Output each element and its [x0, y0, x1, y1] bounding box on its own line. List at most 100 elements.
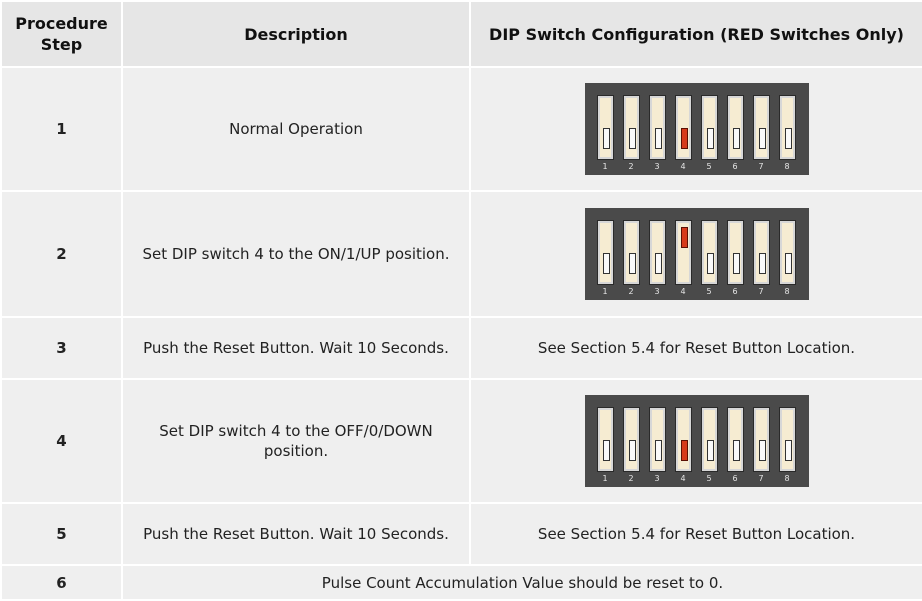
switch-knob: [784, 253, 792, 274]
switch-number-label: 2: [628, 287, 634, 296]
switch-knob: [628, 253, 636, 274]
table-row: 6 Pulse Count Accumulation Value should …: [0, 564, 922, 601]
switch-number-label: 5: [706, 287, 712, 296]
step-description: Normal Operation: [121, 66, 471, 192]
switch-number-label: 7: [758, 474, 764, 483]
dip-switch-3: [648, 407, 666, 472]
switch-slot: [755, 98, 767, 157]
switch-number-label: 1: [602, 474, 608, 483]
switch-knob: [758, 440, 766, 461]
dip-switch-8: [778, 95, 796, 160]
step-description: Push the Reset Button. Wait 10 Seconds.: [121, 316, 471, 380]
table-row: 2 Set DIP switch 4 to the ON/1/UP positi…: [0, 190, 922, 318]
table-row: 3 Push the Reset Button. Wait 10 Seconds…: [0, 316, 922, 380]
switch-slot: [729, 223, 741, 282]
switch-slot: [781, 410, 793, 469]
switch-slot: [651, 98, 663, 157]
switch-knob: [784, 128, 792, 149]
dip-switch-1: [596, 95, 614, 160]
switch-number-label: 7: [758, 162, 764, 171]
switch-slot: [677, 98, 689, 157]
switch-knob: [602, 253, 610, 274]
switch-slot: [625, 98, 637, 157]
dip-switch-2: [622, 95, 640, 160]
switch-number-label: 8: [784, 474, 790, 483]
dip-switch-5: [700, 220, 718, 285]
header-row: Procedure Step Description DIP Switch Co…: [0, 0, 922, 68]
switch-slot: [703, 223, 715, 282]
switch-number-label: 2: [628, 474, 634, 483]
switch-knob: [732, 253, 740, 274]
switch-knob: [602, 440, 610, 461]
switch-number-label: 4: [680, 162, 686, 171]
reset-note: See Section 5.4 for Reset Button Locatio…: [469, 502, 922, 566]
switch-number-label: 5: [706, 474, 712, 483]
switch-knob: [758, 253, 766, 274]
switch-knob: [706, 440, 714, 461]
switch-number-label: 1: [602, 287, 608, 296]
dip-switch-1: [596, 220, 614, 285]
switch-number-label: 4: [680, 287, 686, 296]
step-number: 2: [0, 190, 123, 318]
switch-slot: [729, 410, 741, 469]
switch-number-label: 8: [784, 162, 790, 171]
step-number: 5: [0, 502, 123, 566]
switch-slot: [781, 98, 793, 157]
step-number: 4: [0, 378, 123, 504]
step-description: Push the Reset Button. Wait 10 Seconds.: [121, 502, 471, 566]
switch-number-label: 6: [732, 162, 738, 171]
dip-switch-7: [752, 407, 770, 472]
switch-knob: [784, 440, 792, 461]
dip-switch-8: [778, 407, 796, 472]
dip-switch-2: [622, 407, 640, 472]
dip-switch-4: [674, 407, 692, 472]
reset-note: See Section 5.4 for Reset Button Locatio…: [469, 316, 922, 380]
switch-knob: [654, 253, 662, 274]
switch-knob: [706, 253, 714, 274]
switch-slot: [755, 223, 767, 282]
switch-number-label: 5: [706, 162, 712, 171]
red-switch-knob: [680, 227, 688, 248]
step-number: 3: [0, 316, 123, 380]
switch-slot: [625, 410, 637, 469]
switch-knob: [628, 440, 636, 461]
dip-switch-4: [674, 95, 692, 160]
switch-number-label: 2: [628, 162, 634, 171]
dip-switch-3: [648, 220, 666, 285]
switch-number-label: 4: [680, 474, 686, 483]
header-procedure-step: Procedure Step: [0, 0, 123, 68]
dip-switch-7: [752, 95, 770, 160]
dip-switch-3: [648, 95, 666, 160]
switch-knob: [706, 128, 714, 149]
dip-switch-7: [752, 220, 770, 285]
step-description: Set DIP switch 4 to the OFF/0/DOWN posit…: [121, 378, 471, 504]
switch-slot: [651, 410, 663, 469]
switch-slot: [703, 410, 715, 469]
step-description: Set DIP switch 4 to the ON/1/UP position…: [121, 190, 471, 318]
step-number: 1: [0, 66, 123, 192]
dip-switch-2: [622, 220, 640, 285]
switch-slot: [729, 98, 741, 157]
switch-number-label: 6: [732, 287, 738, 296]
switch-number-label: 6: [732, 474, 738, 483]
dip-switch-5: [700, 407, 718, 472]
switch-slot: [677, 410, 689, 469]
switch-slot: [625, 223, 637, 282]
switch-number-label: 3: [654, 162, 660, 171]
dip-switch-6: [726, 95, 744, 160]
switch-knob: [732, 128, 740, 149]
dip-switch-1: [596, 407, 614, 472]
red-switch-knob: [680, 128, 688, 149]
switch-slot: [599, 98, 611, 157]
switch-knob: [758, 128, 766, 149]
switch-slot: [755, 410, 767, 469]
switch-slot: [651, 223, 663, 282]
dip-switch-8: [778, 220, 796, 285]
switch-knob: [654, 440, 662, 461]
switch-knob: [628, 128, 636, 149]
dip-switch-5: [700, 95, 718, 160]
